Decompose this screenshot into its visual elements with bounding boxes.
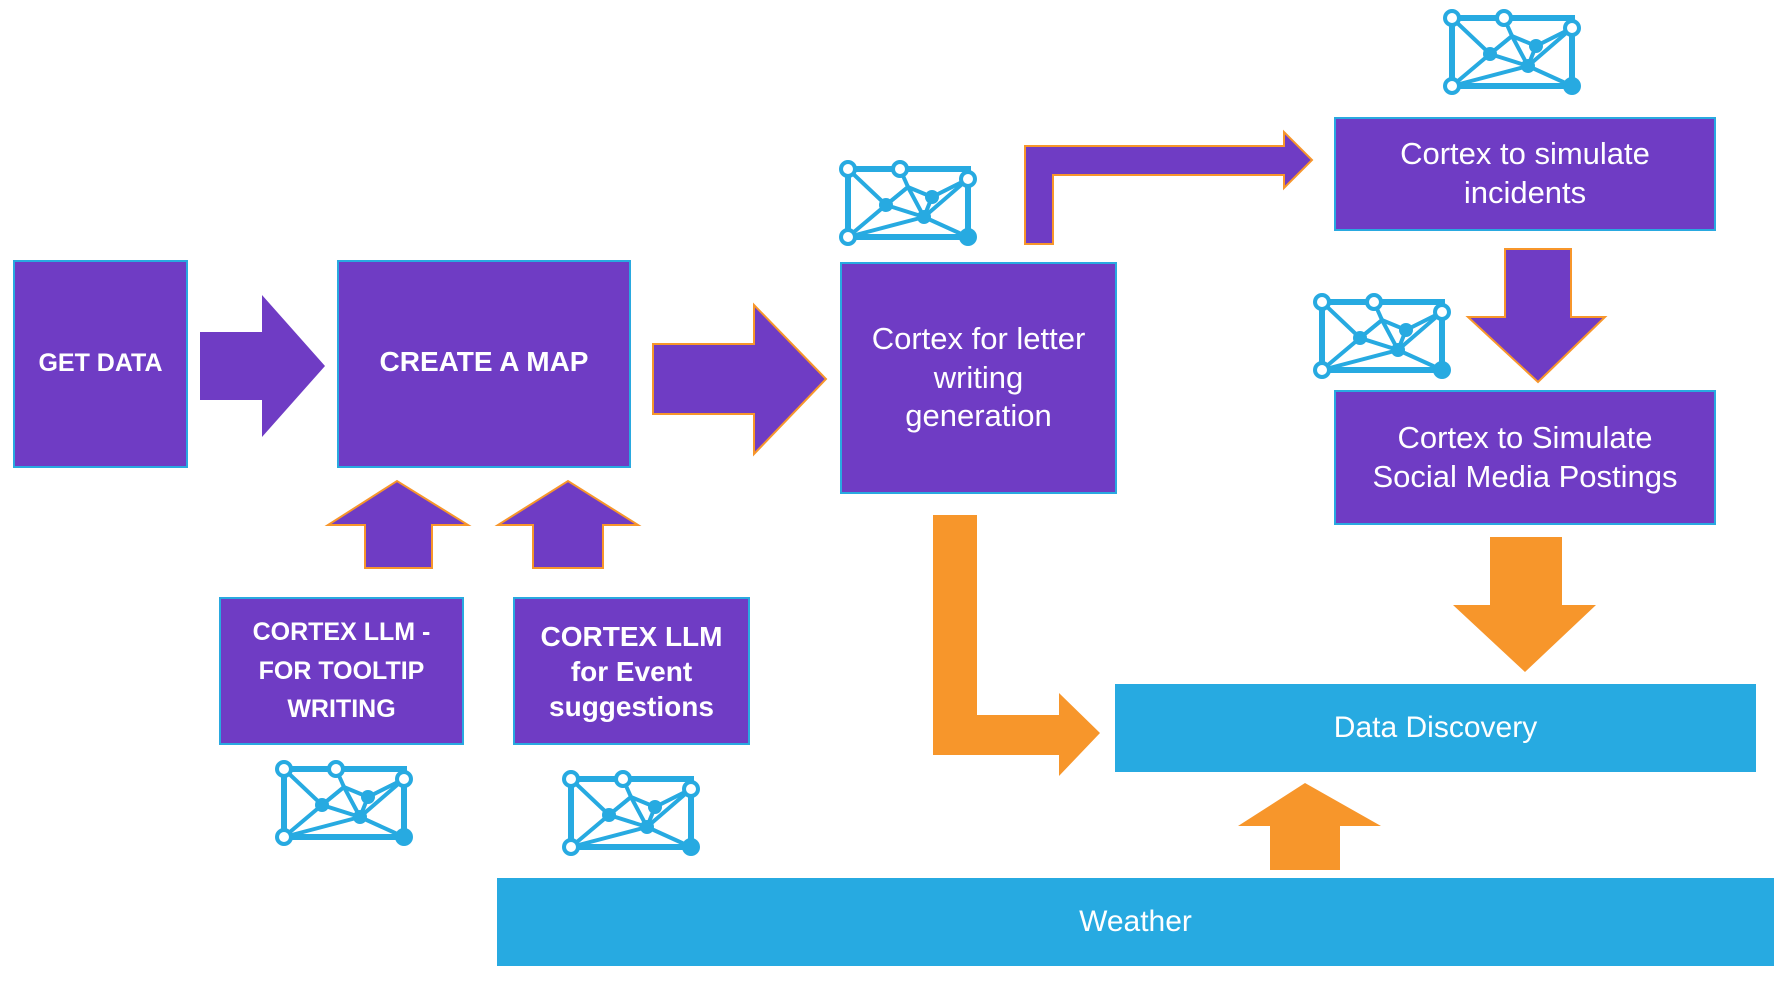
arrow-weather-to-discovery — [1238, 783, 1381, 870]
arrow-tooltip-up — [324, 479, 472, 569]
data-discovery-label: Data Discovery — [1333, 711, 1538, 745]
weather-box: Weather — [497, 878, 1774, 966]
cortex-social-label: Cortex to Simulate Social Media Postings — [1372, 419, 1678, 494]
arrow-get-to-map — [200, 295, 325, 437]
cortex-social-box: Cortex to Simulate Social Media Postings — [1334, 390, 1716, 525]
get-data-label: GET DATA — [38, 349, 163, 378]
cortex-tooltip-label: CORTEX LLM - FOR TOOLTIP WRITING — [252, 617, 431, 724]
network-map-icon — [564, 772, 700, 856]
cortex-letter-label: Cortex for letter writing generation — [871, 320, 1086, 434]
network-map-icon — [277, 762, 413, 846]
cortex-letter-box: Cortex for letter writing generation — [840, 262, 1117, 494]
arrow-social-to-discovery — [1453, 537, 1596, 672]
cortex-incidents-box: Cortex to simulate incidents — [1334, 117, 1716, 231]
cortex-incidents-label: Cortex to simulate incidents — [1400, 136, 1650, 210]
network-map-icon — [841, 162, 977, 246]
get-data-box: GET DATA — [13, 260, 188, 468]
create-map-label: CREATE A MAP — [379, 345, 589, 377]
network-map-icon — [1445, 11, 1581, 95]
arrow-letter-to-incidents — [1024, 129, 1314, 245]
cortex-event-label: CORTEX LLM for Event suggestions — [540, 620, 723, 722]
create-map-box: CREATE A MAP — [337, 260, 631, 468]
data-discovery-box: Data Discovery — [1115, 684, 1756, 772]
arrow-incidents-to-social — [1465, 248, 1608, 384]
weather-label: Weather — [1079, 905, 1192, 939]
network-map-icon — [1315, 295, 1451, 379]
arrow-letter-to-discovery — [933, 515, 1100, 776]
cortex-event-box: CORTEX LLM for Event suggestions — [513, 597, 750, 745]
arrow-event-up — [494, 479, 642, 569]
cortex-tooltip-box: CORTEX LLM - FOR TOOLTIP WRITING — [219, 597, 464, 745]
arrow-map-to-letter — [652, 302, 828, 457]
